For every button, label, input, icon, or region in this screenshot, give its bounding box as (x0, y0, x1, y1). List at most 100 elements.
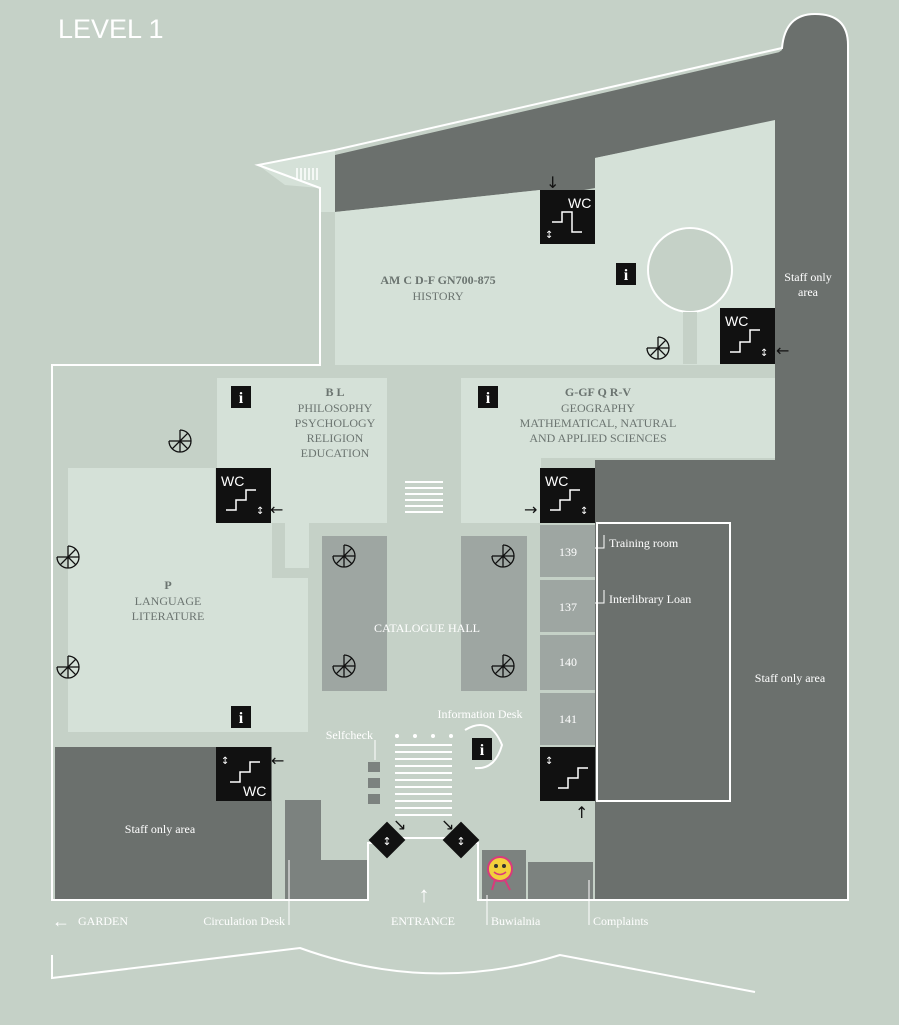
svg-text:WC: WC (545, 473, 568, 489)
circulation-desk-block (285, 800, 321, 900)
spiral-stairs-icon (332, 654, 356, 678)
history-code: AM C D-F GN700-875 (380, 273, 495, 287)
staff-area-lower-right (595, 460, 775, 900)
connector-block (285, 522, 309, 568)
buwialnia-mascot-icon (487, 856, 513, 891)
geography-line: MATHEMATICAL, NATURAL (520, 416, 677, 430)
svg-text:←: ← (271, 751, 284, 770)
svg-text:↕: ↕ (545, 756, 553, 767)
language-line: LANGUAGE (135, 594, 202, 608)
complaints-label: Complaints (593, 914, 649, 928)
spiral-stairs-icon (646, 336, 670, 360)
buwialnia-label: Buwialnia (491, 914, 541, 928)
stairs-lift-icon: ↕ (540, 747, 595, 801)
svg-text:i: i (239, 710, 244, 727)
staff-top-label: area (798, 285, 819, 299)
svg-text:↘: ↘ (393, 815, 406, 834)
svg-text:i: i (624, 267, 629, 284)
arrow-icon: ↓ ← ← → ← ↑ ↘ ↘ (270, 173, 789, 834)
wc-stairs-lift-icon: WC ↕ (216, 747, 271, 801)
svg-text:↕: ↕ (256, 506, 264, 517)
info-icon: i (231, 386, 251, 408)
lift-icon: ↕ (442, 821, 480, 859)
philosophy-line: EDUCATION (301, 446, 370, 460)
svg-text:←: ← (270, 500, 283, 519)
spiral-stairs-icon (56, 655, 80, 679)
information-desk-label: Information Desk (438, 707, 523, 721)
room-139-label: 139 (559, 545, 577, 559)
svg-text:i: i (480, 742, 485, 759)
svg-text:↑: ↑ (575, 803, 588, 822)
room-139 (540, 525, 595, 577)
language-line: LITERATURE (132, 609, 205, 623)
info-icon: i (231, 706, 251, 728)
spiral-stairs-icon (491, 654, 515, 678)
level-title: LEVEL 1 (58, 14, 164, 44)
geography-code: G-GF Q R-V (565, 385, 632, 399)
garden-arrow[interactable]: ← (52, 911, 70, 931)
svg-text:↓: ↓ (546, 173, 559, 192)
wc-stairs-lift-icon: WC ↕ (216, 468, 271, 523)
svg-text:↕: ↕ (545, 230, 553, 241)
wc-stairs-lift-icon: WC ↕ (720, 308, 775, 364)
svg-text:↕: ↕ (382, 835, 391, 848)
info-icon: i (472, 738, 492, 760)
history-name: HISTORY (412, 289, 463, 303)
interlibrary-leader (595, 590, 605, 604)
wc-stairs-lift-icon: WC ↕ (540, 468, 595, 523)
philosophy-code: B L (325, 385, 344, 399)
language-code: P (164, 578, 171, 592)
circulation-desk-label: Circulation Desk (203, 914, 285, 928)
philosophy-line: PHILOSOPHY (298, 401, 373, 415)
svg-text:↘: ↘ (441, 815, 454, 834)
philosophy-line: PSYCHOLOGY (295, 416, 376, 430)
circulation-desk-small (321, 860, 367, 900)
svg-text:WC: WC (221, 473, 244, 489)
svg-text:WC: WC (568, 195, 591, 211)
atrium-circle (647, 227, 733, 313)
svg-text:↕: ↕ (760, 348, 768, 359)
info-desk-arc (464, 724, 504, 770)
room-wedge (258, 150, 335, 212)
room-141 (540, 693, 595, 745)
room-language (68, 468, 308, 732)
room-137-label: 137 (559, 600, 577, 614)
staff-area-right (775, 14, 848, 900)
selfcheck-label: Selfcheck (326, 728, 373, 742)
training-room-label: Training room (609, 536, 679, 550)
svg-text:WC: WC (725, 313, 748, 329)
geography-line: GEOGRAPHY (561, 401, 635, 415)
wc-stairs-lift-icon: WC ↕ (540, 190, 595, 244)
svg-text:←: ← (776, 341, 789, 360)
svg-text:↕: ↕ (221, 756, 229, 767)
info-icon: i (616, 263, 636, 285)
complaints-block (528, 862, 593, 900)
catalogue-hall-label: CATALOGUE HALL (374, 621, 480, 635)
svg-text:↕: ↕ (456, 835, 465, 848)
staff-top-label: Staff only (784, 270, 831, 284)
atrium-column (683, 312, 697, 364)
room-140 (540, 635, 595, 690)
entrance-arrow: ↑ (419, 882, 430, 907)
entrance-dots (395, 734, 453, 738)
entrance-label[interactable]: ENTRANCE (391, 914, 455, 928)
spiral-stairs-icon (332, 544, 356, 568)
garden-label[interactable]: GARDEN (78, 914, 128, 928)
philosophy-line: RELIGION (307, 431, 364, 445)
svg-text:i: i (239, 390, 244, 407)
svg-text:↕: ↕ (580, 506, 588, 517)
road-curve (51, 946, 756, 993)
top-stairs (296, 168, 318, 180)
room-141-label: 141 (559, 712, 577, 726)
interlibrary-loan-label: Interlibrary Loan (609, 592, 691, 606)
entrance-stairs (395, 744, 452, 816)
selfcheck-kiosk (368, 794, 380, 804)
room-geography (461, 378, 775, 458)
spiral-stairs-group (56, 336, 670, 679)
spiral-stairs-icon (168, 429, 192, 453)
geography-line: AND APPLIED SCIENCES (529, 431, 666, 445)
room-137 (540, 580, 595, 632)
staff-right-label: Staff only area (755, 671, 826, 685)
spiral-stairs-icon (56, 545, 80, 569)
